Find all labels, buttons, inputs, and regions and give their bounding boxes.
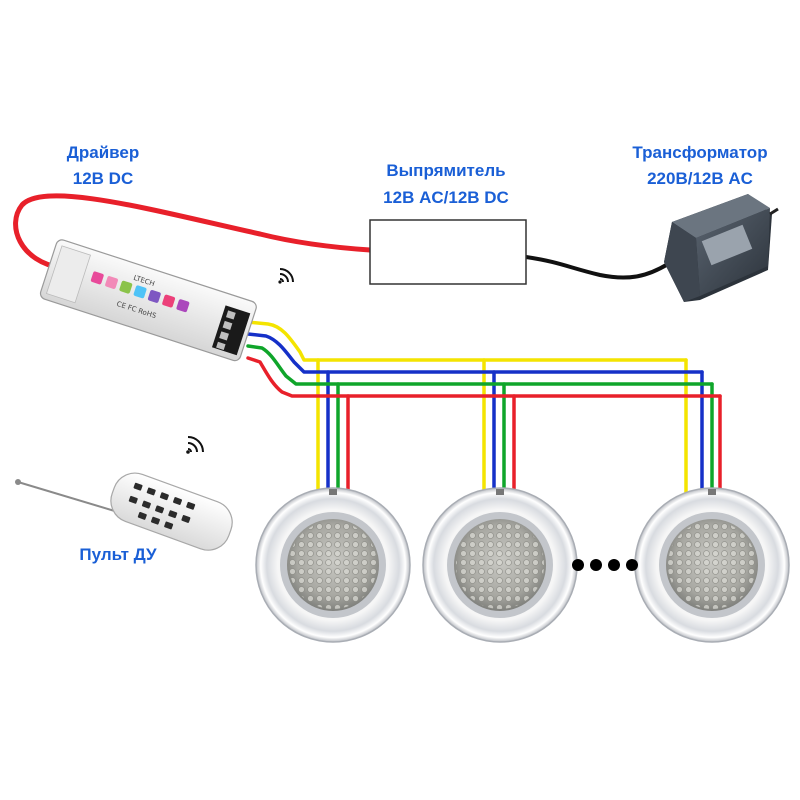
pool-light: [255, 487, 411, 643]
driver-label-line1: Драйвер: [67, 143, 139, 162]
rectifier-label-line1: Выпрямитель: [386, 161, 505, 180]
rectifier-label-line2: 12В AC/12В DC: [383, 188, 509, 207]
driver-label: Драйвер 12В DC: [67, 143, 139, 188]
red-wire: [246, 356, 722, 398]
remote-control: [15, 472, 233, 551]
yellow-wire: [246, 320, 688, 362]
transformer-label-line1: Трансформатор: [632, 143, 767, 162]
driver-label-line2: 12В DC: [73, 169, 133, 188]
blue-wire: [246, 332, 704, 374]
pool-light: [422, 487, 578, 643]
green-wire: [246, 344, 714, 386]
rectifier-label: Выпрямитель 12В AC/12В DC: [383, 161, 509, 207]
transformer: [664, 194, 779, 302]
driver-buttons: [90, 271, 190, 313]
transformer-label-line2: 220В/12В AC: [647, 169, 753, 188]
rectifier-box: [369, 219, 527, 285]
transformer-label: Трансформатор 220В/12В AC: [632, 143, 767, 188]
rgb-driver: LTECH CE FC RoHS: [39, 239, 257, 362]
remote-label: Пульт ДУ: [79, 545, 157, 564]
wireless-signal-icon: [186, 436, 204, 454]
continuation-dots: [572, 559, 638, 571]
black-rectifier-cable: [524, 255, 670, 280]
red-power-cable: [13, 193, 373, 271]
wireless-signal-icon: [278, 268, 294, 284]
rgb-bus-wires: [246, 320, 722, 494]
pool-light: [634, 487, 790, 643]
